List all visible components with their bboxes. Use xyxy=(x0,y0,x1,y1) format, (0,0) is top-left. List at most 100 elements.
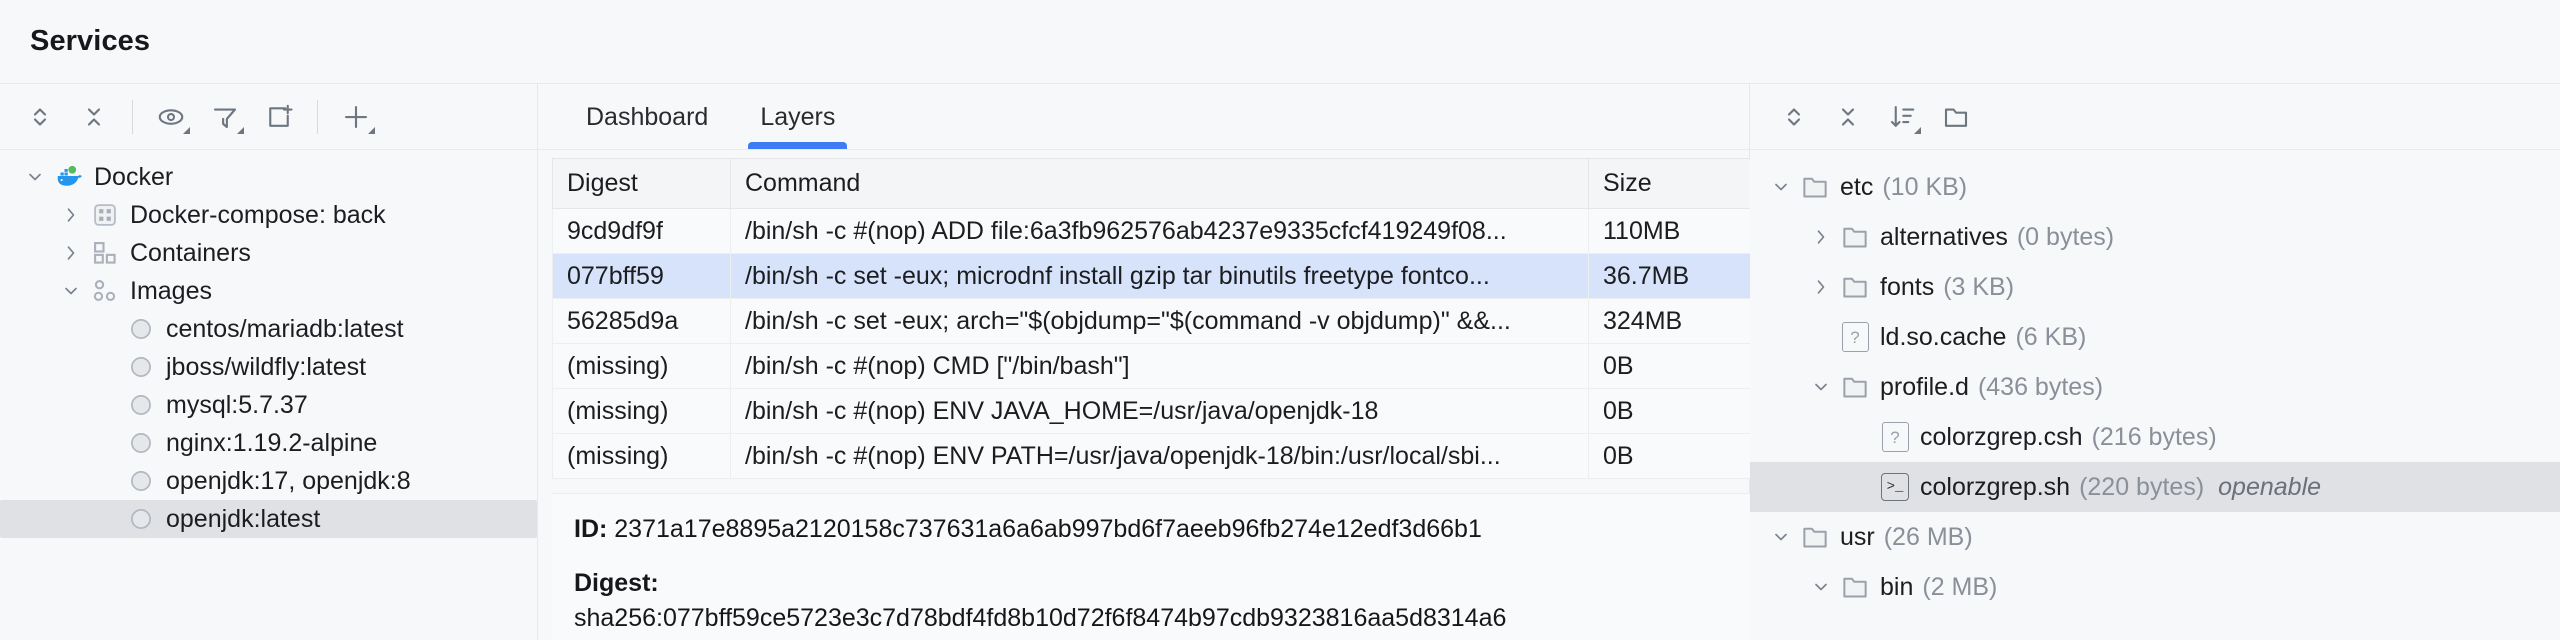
table-row[interactable]: (missing)/bin/sh -c #(nop) CMD ["/bin/ba… xyxy=(552,343,1765,389)
file-tree-item-profile-d[interactable]: profile.d(436 bytes) xyxy=(1750,362,2560,412)
folder-icon xyxy=(1798,174,1832,200)
table-row[interactable]: 56285d9a/bin/sh -c set -eux; arch="$(obj… xyxy=(552,298,1765,344)
file-tree-panel: etc(10 KB)alternatives(0 bytes)fonts(3 K… xyxy=(1750,84,2560,640)
chevron-down-icon xyxy=(183,126,190,134)
sidebar-item-mysql-5-7-37[interactable]: mysql:5.7.37 xyxy=(0,386,537,424)
toolbar-divider xyxy=(317,99,318,134)
column-header-command[interactable]: Command xyxy=(730,158,1589,209)
cell-size: 324MB xyxy=(1588,298,1765,344)
file-tree-item-colorzgrep-csh[interactable]: ?colorzgrep.csh(216 bytes) xyxy=(1750,412,2560,462)
plus-icon[interactable] xyxy=(330,91,382,143)
sidebar-item-docker-compose-back[interactable]: Docker-compose: back xyxy=(0,196,537,234)
table-body[interactable]: 9cd9df9f/bin/sh -c #(nop) ADD file:6a3fb… xyxy=(552,208,1765,479)
image-file-tree[interactable]: etc(10 KB)alternatives(0 bytes)fonts(3 K… xyxy=(1750,150,2560,640)
file-name: fonts xyxy=(1880,272,1935,301)
cell-command: /bin/sh -c #(nop) CMD ["/bin/bash"] xyxy=(730,343,1589,389)
sidebar-item-openjdk-17-openjdk-8[interactable]: openjdk:17, openjdk:8 xyxy=(0,462,537,500)
sidebar-item-docker[interactable]: Docker xyxy=(0,158,537,196)
sidebar-item-images[interactable]: Images xyxy=(0,272,537,310)
sort-icon[interactable] xyxy=(1876,91,1928,143)
file-note: openable xyxy=(2218,472,2322,501)
filter-icon[interactable] xyxy=(199,91,251,143)
cell-digest: 077bff59 xyxy=(552,253,731,299)
table-row[interactable]: (missing)/bin/sh -c #(nop) ENV JAVA_HOME… xyxy=(552,388,1765,434)
collapse-all-icon[interactable] xyxy=(1822,91,1874,143)
add-frame-icon[interactable] xyxy=(253,91,305,143)
chevron-right-icon[interactable] xyxy=(1804,277,1838,297)
chevron-down-icon[interactable] xyxy=(1804,577,1838,597)
cell-size: 0B xyxy=(1588,433,1765,479)
eye-icon[interactable] xyxy=(145,91,197,143)
tab-label: Layers xyxy=(760,102,836,131)
chevron-down-icon[interactable] xyxy=(1764,527,1798,547)
left-toolbar xyxy=(0,84,537,150)
table-row[interactable]: 077bff59/bin/sh -c set -eux; microdnf in… xyxy=(552,253,1765,299)
cell-command: /bin/sh -c #(nop) ADD file:6a3fb962576ab… xyxy=(730,208,1589,254)
shell-file-icon: >_ xyxy=(1878,473,1912,501)
chevron-right-icon[interactable] xyxy=(54,205,88,225)
file-tree-item-colorzgrep-sh[interactable]: >_ colorzgrep.sh (220 bytes) openable xyxy=(1750,462,2560,512)
tab-layers[interactable]: Layers xyxy=(734,85,861,149)
chevron-down-icon[interactable] xyxy=(54,281,88,301)
expand-collapse-icon[interactable] xyxy=(1768,91,1820,143)
table-row[interactable]: 9cd9df9f/bin/sh -c #(nop) ADD file:6a3fb… xyxy=(552,208,1765,254)
file-tree-item-ld-so-cache[interactable]: ?ld.so.cache(6 KB) xyxy=(1750,312,2560,362)
chevron-down-icon[interactable] xyxy=(1764,177,1798,197)
tab-bar[interactable]: Dashboard Layers xyxy=(538,84,1749,150)
detail-id-value: 2371a17e8895a2120158c737631a6a6ab997bd6f… xyxy=(614,515,1482,543)
image-circle-icon xyxy=(124,430,158,456)
sidebar-item-label: Containers xyxy=(130,238,251,267)
detail-digest-label-line: Digest: xyxy=(574,566,1742,602)
layer-details-panel: ID: 2371a17e8895a2120158c737631a6a6ab997… xyxy=(552,493,1764,640)
column-header-size[interactable]: Size xyxy=(1588,158,1765,209)
right-toolbar xyxy=(1750,84,2560,150)
cell-digest: (missing) xyxy=(552,433,731,479)
folder-icon xyxy=(1838,224,1872,250)
sidebar-item-label: Images xyxy=(130,276,212,305)
images-icon xyxy=(88,277,122,305)
file-name: ld.so.cache xyxy=(1880,322,2007,351)
file-tree-item-fonts[interactable]: fonts(3 KB) xyxy=(1750,262,2560,312)
image-circle-icon xyxy=(124,506,158,532)
file-name: colorzgrep.sh xyxy=(1920,472,2071,501)
file-size: (2 MB) xyxy=(1922,572,1998,601)
folder-icon[interactable] xyxy=(1930,91,1982,143)
file-size: (216 bytes) xyxy=(2091,422,2217,451)
compose-grid-icon xyxy=(88,201,122,229)
cell-digest: (missing) xyxy=(552,388,731,434)
file-size: (220 bytes) xyxy=(2079,472,2205,501)
sidebar-item-openjdk-latest[interactable]: openjdk:latest xyxy=(0,500,537,538)
cell-digest: 56285d9a xyxy=(552,298,731,344)
chevron-down-icon[interactable] xyxy=(1804,377,1838,397)
file-name: alternatives xyxy=(1880,222,2008,251)
table-row[interactable]: (missing)/bin/sh -c #(nop) ENV PATH=/usr… xyxy=(552,433,1765,479)
sidebar-item-nginx-1-19-2-alpine[interactable]: nginx:1.19.2-alpine xyxy=(0,424,537,462)
tab-dashboard[interactable]: Dashboard xyxy=(560,85,734,149)
file-name: etc xyxy=(1840,172,1874,201)
cell-digest: (missing) xyxy=(552,343,731,389)
column-header-digest[interactable]: Digest xyxy=(552,158,731,209)
expand-collapse-icon[interactable] xyxy=(14,91,66,143)
detail-spacer xyxy=(574,637,1742,640)
unknown-file-glyph: ? xyxy=(1841,322,1869,352)
cell-size: 0B xyxy=(1588,343,1765,389)
file-tree-item-etc[interactable]: etc(10 KB) xyxy=(1750,162,2560,212)
sidebar-item-jboss-wildfly-latest[interactable]: jboss/wildfly:latest xyxy=(0,348,537,386)
file-tree-item-bin[interactable]: bin(2 MB) xyxy=(1750,562,2560,612)
collapse-all-icon[interactable] xyxy=(68,91,120,143)
file-tree-item-alternatives[interactable]: alternatives(0 bytes) xyxy=(1750,212,2560,262)
chevron-down-icon[interactable] xyxy=(18,167,52,187)
chevron-right-icon[interactable] xyxy=(1804,227,1838,247)
tab-label: Dashboard xyxy=(586,102,709,131)
sidebar-item-label: Docker xyxy=(94,162,174,191)
sidebar-item-containers[interactable]: Containers xyxy=(0,234,537,272)
sidebar-item-centos-mariadb-latest[interactable]: centos/mariadb:latest xyxy=(0,310,537,348)
chevron-right-icon[interactable] xyxy=(54,243,88,263)
file-tree-item-usr[interactable]: usr(26 MB) xyxy=(1750,512,2560,562)
chevron-down-icon xyxy=(237,126,244,134)
cell-size: 110MB xyxy=(1588,208,1765,254)
file-size: (26 MB) xyxy=(1883,522,1973,551)
